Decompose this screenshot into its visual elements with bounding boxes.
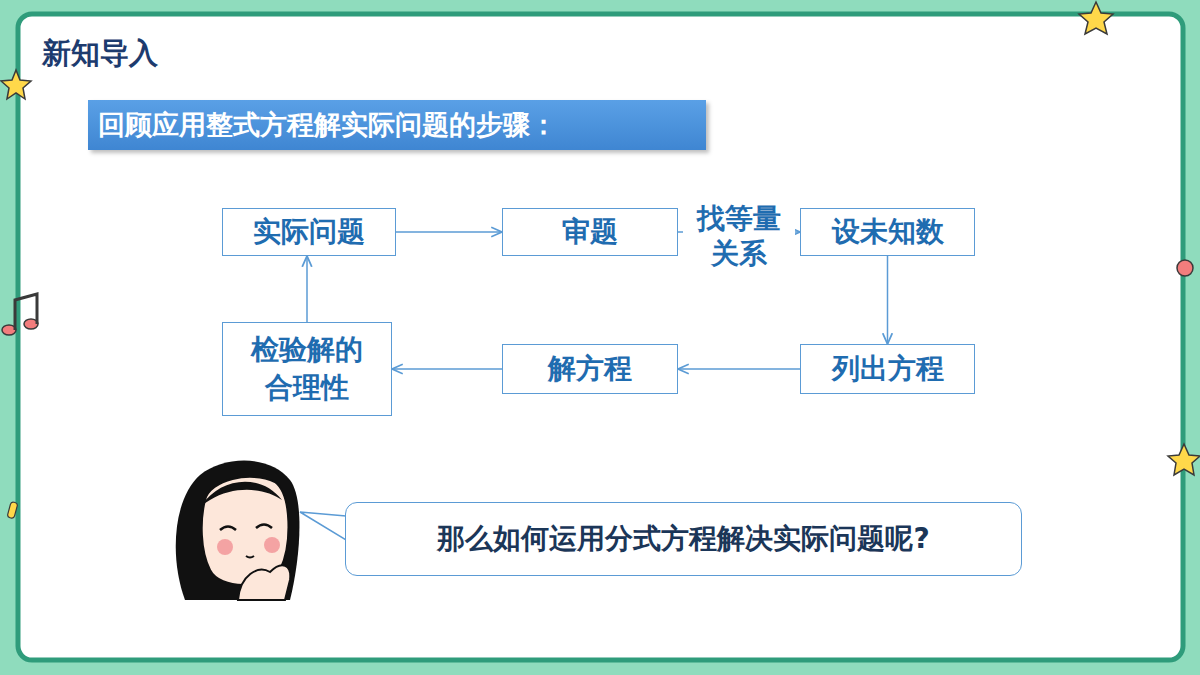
node-text: 设未知数 [832, 213, 944, 251]
node-text: 回顾应用整式方程解实际问题的步骤： [98, 107, 557, 143]
node-text: 检验解的 合理性 [248, 331, 366, 407]
process-box: 列出方程 [800, 344, 975, 394]
girl-illustration [176, 461, 300, 600]
node-text: 实际问题 [253, 213, 365, 251]
content-panel [18, 14, 1183, 660]
star [1079, 2, 1113, 34]
flow-arrow [392, 368, 502, 370]
heading-banner: 回顾应用整式方程解实际问题的步骤： [88, 100, 706, 150]
process-box: 检验解的 合理性 [222, 322, 392, 416]
star [1, 70, 31, 99]
dot [1177, 260, 1193, 276]
confetti [7, 501, 18, 518]
process-box: 实际问题 [222, 208, 396, 256]
music-note [2, 294, 38, 335]
node-text: 列出方程 [832, 350, 944, 388]
slide-title: 新知导入 [42, 34, 158, 74]
flow-arrow [678, 368, 800, 370]
edge-label: 找等量 关系 [683, 201, 795, 271]
process-box: 解方程 [502, 344, 678, 394]
node-text: 解方程 [548, 350, 632, 388]
speech-bubble: 那么如何运用分式方程解决实际问题呢? [345, 502, 1022, 576]
bubble-tail [300, 512, 346, 540]
node-text: 那么如何运用分式方程解决实际问题呢? [437, 520, 929, 558]
node-text: 审题 [562, 213, 618, 251]
star [1168, 444, 1200, 475]
flow-arrow [306, 256, 308, 322]
process-box: 审题 [502, 208, 678, 256]
flow-arrow [396, 231, 502, 233]
flow-arrow [887, 256, 889, 344]
process-box: 设未知数 [800, 208, 975, 256]
